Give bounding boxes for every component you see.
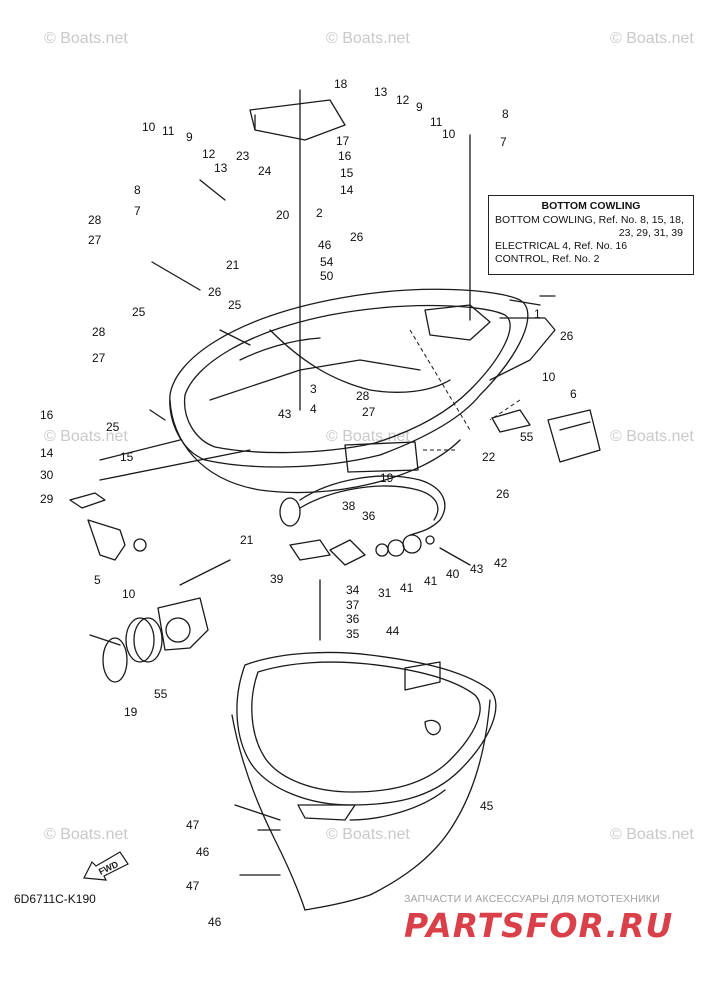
watermark: © Boats.net <box>326 428 410 445</box>
watermark: © Boats.net <box>610 428 694 445</box>
callout-44: 43 <box>278 407 292 421</box>
callout-16: 16 <box>40 408 54 422</box>
callout-11: 11 <box>430 115 443 129</box>
watermark: © Boats.net <box>44 826 128 843</box>
callout-23: 24 <box>258 164 272 178</box>
callout-11: 11 <box>162 124 175 138</box>
callout-12: 12 <box>202 147 216 161</box>
watermark: © Boats.net <box>610 826 694 843</box>
callout-44: 43 <box>470 562 484 576</box>
callout-45: 44 <box>386 624 400 638</box>
callout-31: 30 <box>40 468 54 482</box>
callout-16: 16 <box>338 149 352 163</box>
legend-line: BOTTOM COWLING, Ref. No. 8, 15, 18, <box>495 214 684 226</box>
watermark: © Boats.net <box>44 428 128 445</box>
callout-41: 41 <box>424 574 438 588</box>
callout-47: 46 <box>196 845 210 859</box>
callout-48: 47 <box>186 818 200 832</box>
watermark: © Boats.net <box>44 30 128 47</box>
callout-47: 46 <box>208 915 222 929</box>
callout-37: 37 <box>346 598 360 612</box>
callout-48: 47 <box>186 879 200 893</box>
callout-28: 27 <box>88 233 102 247</box>
callout-28: 27 <box>92 351 106 365</box>
callout-33: 36 <box>362 509 376 523</box>
callout-55: 19 <box>380 471 394 485</box>
callout-13: 13 <box>374 85 388 99</box>
callout-8: 8 <box>502 107 509 121</box>
callout-21: 21 <box>226 258 240 272</box>
callout-40: 40 <box>446 567 460 581</box>
callout-50: 50 <box>320 269 334 283</box>
callout-27: 26 <box>208 285 222 299</box>
legend-title: BOTTOM COWLING <box>541 200 641 212</box>
callout-43: 42 <box>494 556 508 570</box>
watermark: © Boats.net <box>326 30 410 47</box>
callout-6: 6 <box>570 387 577 401</box>
callout-3: 3 <box>310 382 317 396</box>
brand-tagline: ЗАПЧАСТИ И АКСЕССУАРЫ ДЛЯ МОТОТЕХНИКИ <box>404 893 660 905</box>
callout-25: 22 <box>482 450 496 464</box>
callout-1: 1 <box>534 307 541 321</box>
callout-27: 26 <box>560 329 574 343</box>
watermark: © Boats.net <box>610 30 694 47</box>
callout-26: 25 <box>132 305 146 319</box>
callout-27: 26 <box>496 487 510 501</box>
callout-9: 9 <box>186 130 193 144</box>
callout-51: 54 <box>320 255 334 269</box>
callout-39: 39 <box>270 572 284 586</box>
callout-42: 41 <box>400 581 414 595</box>
callout-35: 35 <box>346 627 360 641</box>
callout-27: 26 <box>350 230 364 244</box>
callout-5: 5 <box>94 573 101 587</box>
callout-28: 27 <box>362 405 376 419</box>
legend-line: ELECTRICAL 4, Ref. No. 16 <box>495 240 628 252</box>
legend-line: 23, 29, 31, 39 <box>618 227 683 239</box>
diagram-code: 6D6711C-K190 <box>14 892 96 906</box>
callout-7: 7 <box>134 204 141 218</box>
callout-13: 13 <box>214 161 228 175</box>
callout-49: 46 <box>318 238 332 252</box>
callout-26: 25 <box>228 298 242 312</box>
fwd-arrow-icon: FWD <box>83 851 129 881</box>
reference-legend: BOTTOM COWLING BOTTOM COWLING, Ref. No. … <box>488 195 694 275</box>
callout-14: 14 <box>40 446 54 460</box>
callout-53: 19 <box>124 705 138 719</box>
callout-32: 31 <box>378 586 392 600</box>
callout-7: 7 <box>500 135 507 149</box>
callout-29: 28 <box>356 389 370 403</box>
callout-34: 34 <box>346 583 360 597</box>
callout-38: 38 <box>342 499 356 513</box>
callout-26: 25 <box>106 420 120 434</box>
callout-30: 29 <box>40 492 54 506</box>
callout-9: 9 <box>416 100 423 114</box>
callout-12: 12 <box>396 93 410 107</box>
callout-10: 10 <box>442 127 456 141</box>
callout-17: 17 <box>336 134 350 148</box>
callout-10: 10 <box>542 370 556 384</box>
callout-15: 15 <box>120 450 134 464</box>
callout-29: 28 <box>88 213 102 227</box>
callout-20: 20 <box>276 208 290 222</box>
callout-29: 28 <box>92 325 106 339</box>
watermark: © Boats.net <box>326 826 410 843</box>
callout-4: 4 <box>310 402 317 416</box>
callout-18: 18 <box>334 77 348 91</box>
callout-15: 15 <box>340 166 354 180</box>
callout-52: 55 <box>154 687 168 701</box>
callout-2: 2 <box>316 206 323 220</box>
legend-line: CONTROL, Ref. No. 2 <box>495 253 600 265</box>
callout-10: 10 <box>122 587 136 601</box>
callout-46: 45 <box>480 799 494 813</box>
callout-24: 21 <box>240 533 254 547</box>
callout-14: 14 <box>340 183 354 197</box>
callout-54: 55 <box>520 430 534 444</box>
callout-22: 23 <box>236 149 250 163</box>
callout-10: 10 <box>142 120 156 134</box>
callout-36: 36 <box>346 612 360 626</box>
callout-8: 8 <box>134 183 141 197</box>
brand-logo: PARTSFOR.RU <box>404 906 674 945</box>
